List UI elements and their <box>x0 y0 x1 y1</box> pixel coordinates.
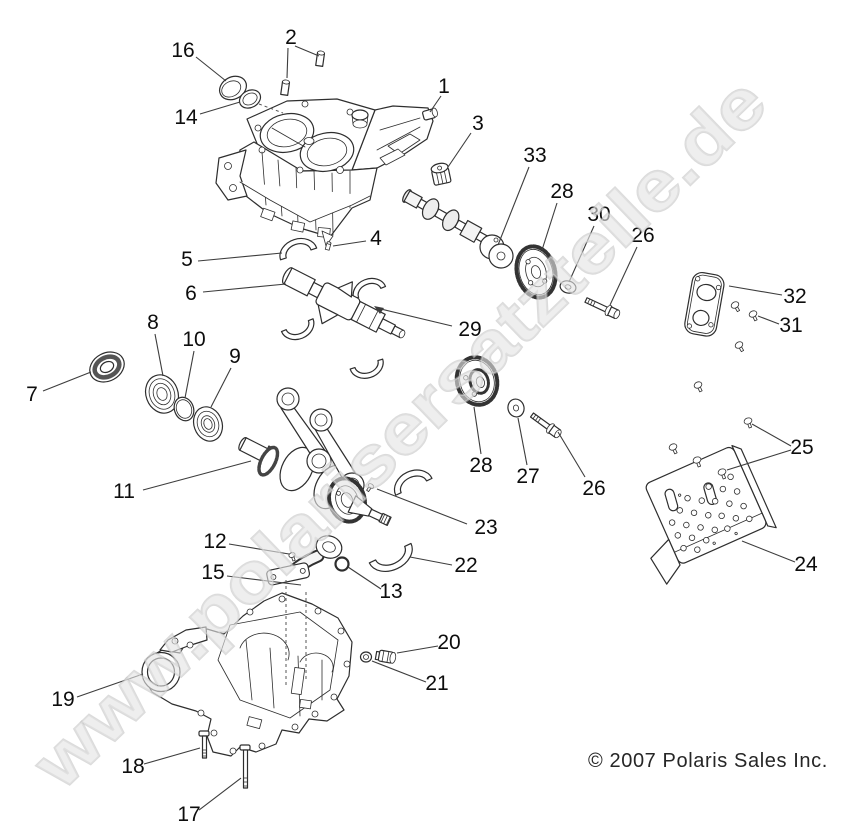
crankcase-plug-seal <box>219 75 247 101</box>
callout-17: 17 <box>177 803 201 826</box>
callout-5: 5 <box>181 248 193 271</box>
cam-drive-gear <box>514 244 558 300</box>
flange-bolt <box>584 297 621 320</box>
callout-7: 7 <box>26 383 38 406</box>
assembly-guide-lines <box>285 580 307 688</box>
oil-baffle-plate <box>645 444 777 585</box>
case-bolt <box>198 730 210 759</box>
callout-30: 30 <box>587 203 611 226</box>
callout-19: 19 <box>51 688 75 711</box>
callout-14: 14 <box>174 106 198 129</box>
callout-10: 10 <box>182 328 206 351</box>
camshaft <box>402 189 514 269</box>
small-pin <box>324 241 332 251</box>
callout-26-bottom: 26 <box>582 477 606 500</box>
callout-25: 25 <box>790 436 814 459</box>
callout-28-bottom: 28 <box>469 454 493 477</box>
copyright-notice: © 2007 Polaris Sales Inc. <box>588 750 828 772</box>
gear-washer <box>507 398 525 418</box>
leader-lines <box>42 45 796 811</box>
dowel-pin <box>315 50 326 67</box>
breather-screws <box>693 301 758 393</box>
drain-plug <box>374 649 397 664</box>
callout-1: 1 <box>438 75 450 98</box>
callout-12: 12 <box>203 530 227 553</box>
callout-20: 20 <box>437 631 461 654</box>
callout-26-top: 26 <box>631 224 655 247</box>
balance-shaft <box>281 267 406 339</box>
callout-33: 33 <box>523 144 547 167</box>
callout-3: 3 <box>472 112 484 135</box>
callout-11: 11 <box>113 480 135 503</box>
callout-13: 13 <box>379 580 403 603</box>
ball-bearing <box>144 374 180 414</box>
callout-4: 4 <box>370 227 382 250</box>
sealing-washer <box>359 651 373 663</box>
dowel-pin <box>280 79 291 96</box>
breather-gasket <box>684 271 725 337</box>
callout-6: 6 <box>185 282 197 305</box>
callout-2: 2 <box>285 26 297 49</box>
upper-crankcase-half <box>215 98 434 247</box>
baffle-screws <box>668 417 753 480</box>
ball-bearing <box>192 406 224 442</box>
callout-32: 32 <box>783 285 807 308</box>
callout-31: 31 <box>779 314 803 337</box>
plug <box>422 107 438 121</box>
thrust-washer <box>559 280 577 294</box>
flange-bolt <box>529 412 562 439</box>
oil-pickup <box>266 535 343 586</box>
callout-29: 29 <box>458 318 482 341</box>
callout-22: 22 <box>454 554 478 577</box>
crank-seal <box>89 351 125 383</box>
callout-27: 27 <box>516 465 540 488</box>
callout-8: 8 <box>147 311 159 334</box>
callout-28-top: 28 <box>550 180 574 203</box>
snap-ring <box>173 396 195 422</box>
o-ring-seal <box>238 89 262 109</box>
callout-9: 9 <box>229 345 241 368</box>
lower-crankcase-half <box>141 592 353 757</box>
callout-23: 23 <box>474 516 498 539</box>
balance-gear <box>454 355 500 407</box>
bearing-half-shells <box>279 237 433 573</box>
case-bolt <box>239 744 251 789</box>
callout-21: 21 <box>425 672 449 695</box>
oil-jet-pin <box>366 483 375 493</box>
o-ring <box>334 556 350 572</box>
knurled-plug <box>430 162 452 186</box>
callout-15: 15 <box>201 561 225 584</box>
crankshaft-assembly <box>238 387 392 527</box>
callout-18: 18 <box>121 755 145 778</box>
callout-16: 16 <box>171 39 195 62</box>
callout-24: 24 <box>794 553 818 576</box>
